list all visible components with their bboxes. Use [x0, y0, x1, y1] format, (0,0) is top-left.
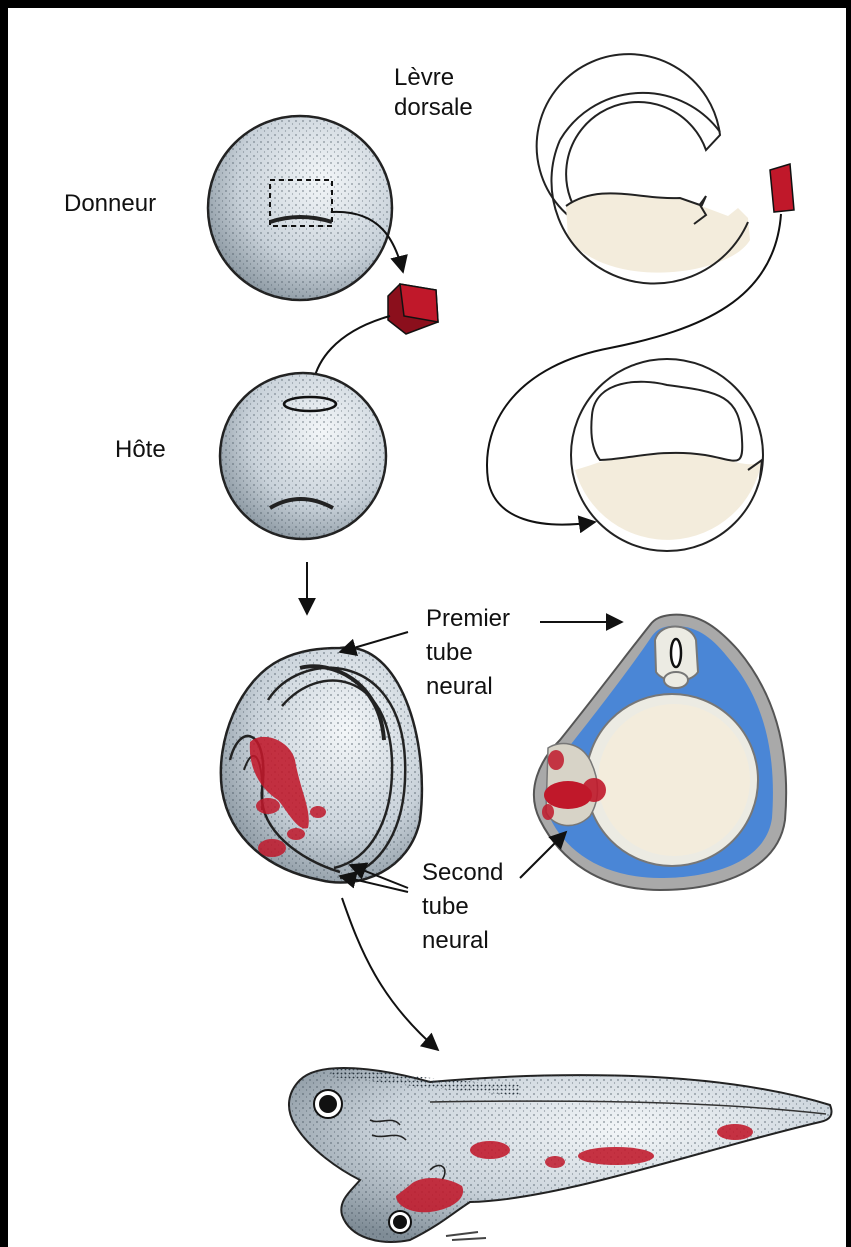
neurula-embryo — [221, 648, 422, 883]
graft-piece — [388, 284, 438, 334]
premier-tube-label-2: tube — [426, 637, 473, 669]
premier-tube-arrow-left — [340, 632, 408, 652]
donor-embryo — [208, 116, 392, 300]
graft-piece-section — [770, 164, 794, 212]
neural-section — [534, 615, 786, 890]
hote-label: Hôte — [115, 434, 166, 466]
section-donor — [537, 54, 750, 285]
premier-tube-label-1: Premier — [426, 603, 510, 635]
second-tube-label-2: tube — [422, 891, 469, 923]
premier-tube-label-3: neural — [426, 671, 493, 703]
levre-dorsale-label-2: dorsale — [394, 92, 473, 124]
second-tube-label-1: Second — [422, 857, 503, 889]
second-tube-arrow-right — [520, 832, 566, 878]
donneur-label: Donneur — [64, 188, 156, 220]
levre-dorsale-label-1: Lèvre — [394, 62, 454, 94]
host-embryo — [220, 373, 386, 539]
section-host — [571, 359, 763, 551]
second-tube-label-3: neural — [422, 925, 489, 957]
tadpole — [289, 1068, 832, 1242]
